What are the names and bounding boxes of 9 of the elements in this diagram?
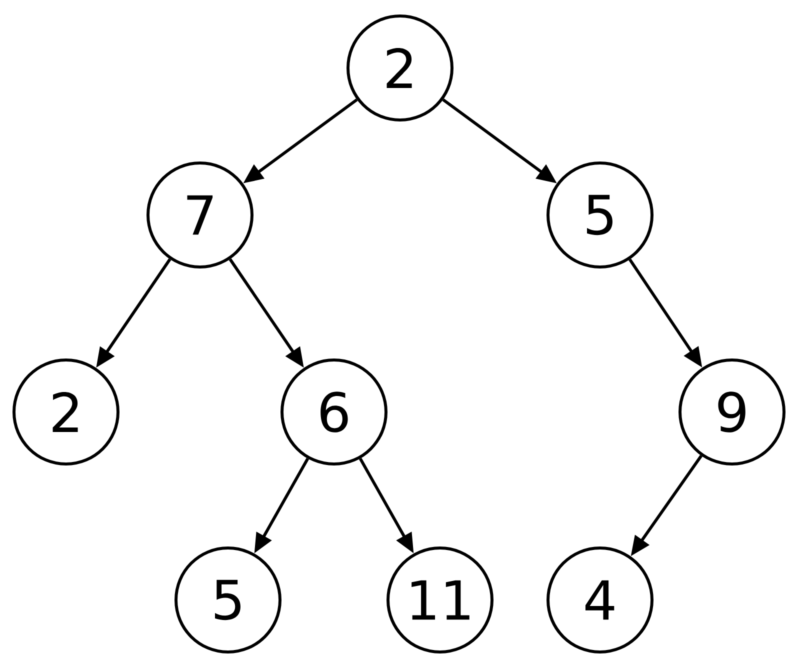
- tree-node: 9: [678, 358, 786, 466]
- tree-node: 5: [174, 546, 282, 654]
- tree-node: 2: [346, 14, 454, 122]
- tree-node: 7: [146, 162, 254, 268]
- tree-node: 4: [546, 546, 654, 654]
- tree-node: 6: [280, 358, 388, 466]
- tree-node: 11: [386, 546, 494, 654]
- tree-node: 5: [546, 162, 654, 268]
- tree-node: 2: [12, 358, 120, 466]
